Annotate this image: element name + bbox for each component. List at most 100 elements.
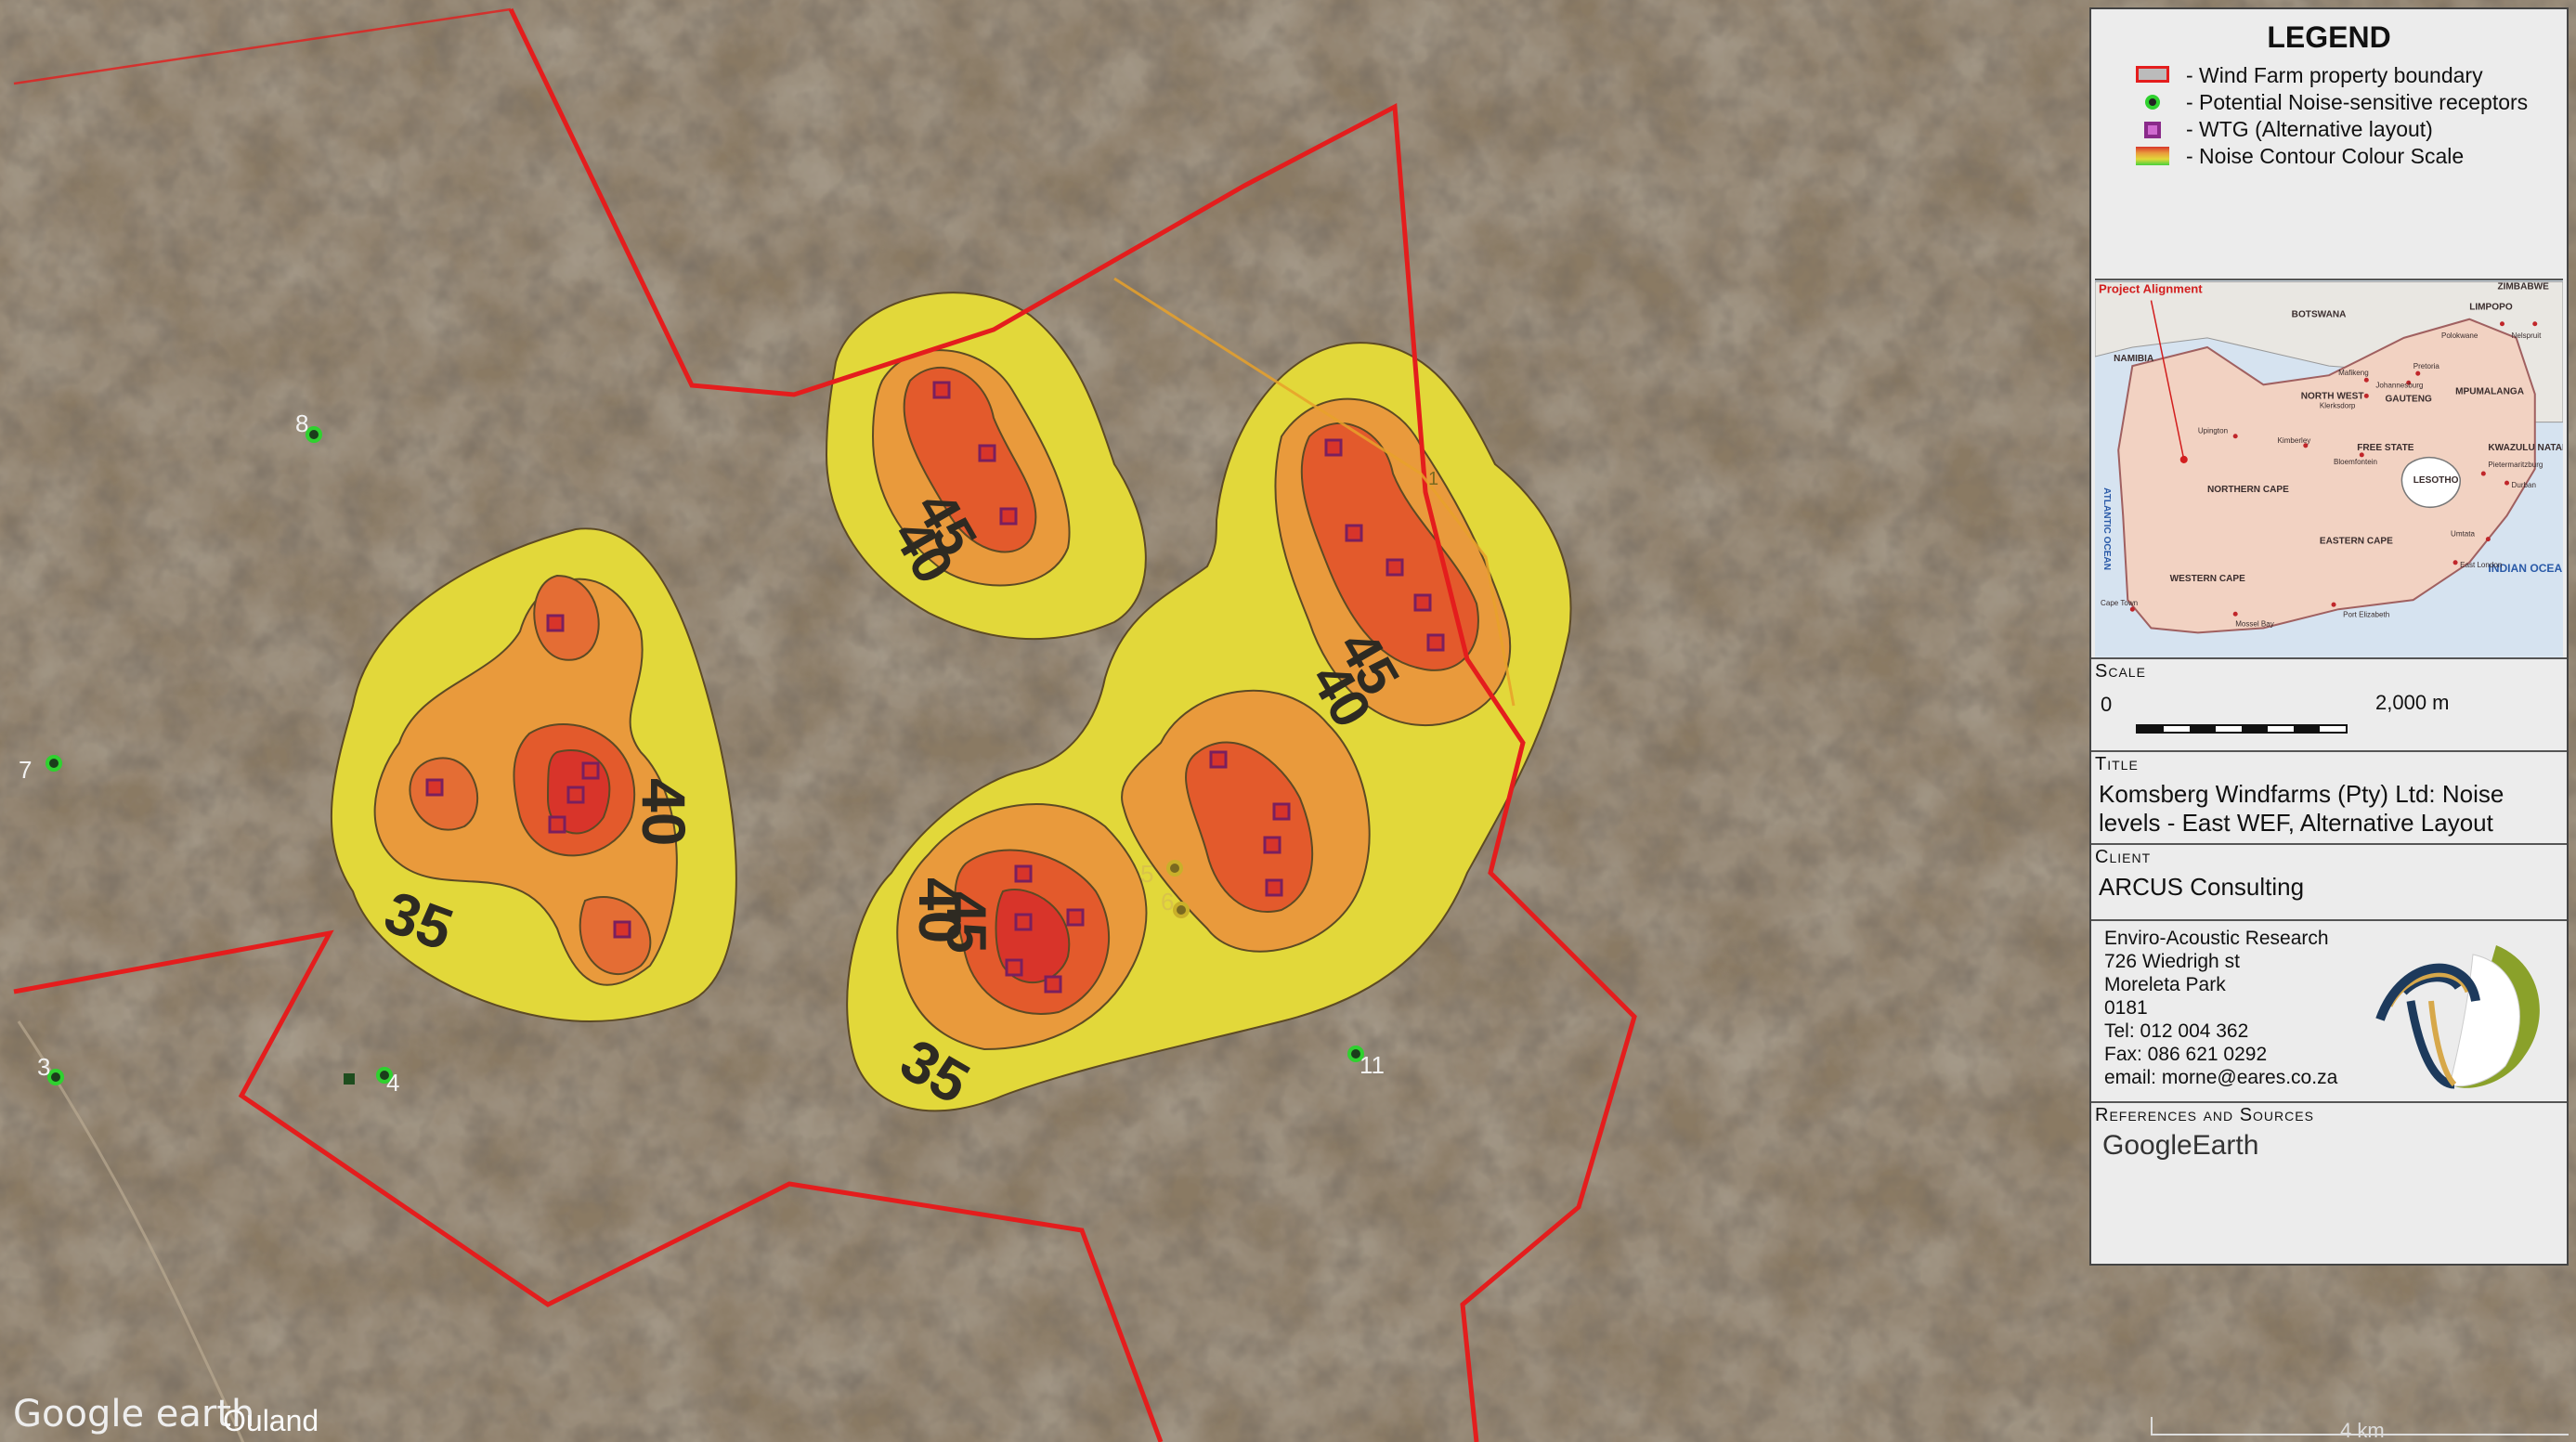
scale-start: 0: [2101, 693, 2113, 716]
receptor-3-marker: [47, 1069, 64, 1085]
svg-text:Cape Town: Cape Town: [2101, 599, 2138, 607]
receptor-label-11: 11: [1360, 1051, 1385, 1079]
inset-country: BOTSWANA: [2292, 310, 2348, 320]
noise-contour-cluster-b: [825, 292, 1147, 641]
company-section: Enviro-Acoustic Research 726 Wiedrigh st…: [2091, 919, 2567, 1101]
client-section: Client ARCUS Consulting: [2091, 843, 2567, 919]
inset-project-label: Project Alignment: [2099, 281, 2203, 295]
svg-text:Johannesburg: Johannesburg: [2375, 381, 2423, 389]
wind-farm-boundary: [13, 7, 1637, 1442]
town-label: Ouland: [223, 1404, 319, 1437]
svg-text:Nelspruit: Nelspruit: [2512, 331, 2543, 340]
svg-text:Pretoria: Pretoria: [2413, 362, 2440, 370]
contour-45-a2: [409, 757, 479, 831]
receptor-label-6: 6: [1161, 888, 1174, 916]
wtg-marker: [1324, 438, 1343, 457]
inset-ocean: ATLANTIC OCEAN: [2101, 487, 2112, 570]
inset-province: FREE STATE: [2357, 443, 2413, 453]
green-circle-icon: [2132, 93, 2173, 113]
wtg-marker: [1386, 558, 1404, 577]
receptor-label-8: 8: [295, 409, 308, 437]
google-earth-logo: Google earth: [13, 1393, 255, 1436]
legend-item-wtg: - WTG (Alternative layout): [2132, 116, 2567, 143]
company-logo: [2375, 945, 2540, 1089]
receptor-label-4: 4: [386, 1069, 399, 1097]
receptor-markers: [46, 426, 1364, 1085]
svg-text:Mafikeng: Mafikeng: [2338, 369, 2369, 377]
wtg-marker: [999, 507, 1018, 526]
receptor-5-marker: [1166, 860, 1183, 877]
inset-province: KWAZULU NATAL: [2488, 443, 2563, 453]
svg-text:Klerksdorp: Klerksdorp: [2320, 401, 2356, 409]
color-gradient-icon: [2132, 146, 2173, 167]
wtg-marker: [566, 786, 585, 804]
wtg-marker: [581, 761, 600, 780]
boundary-line-north: [13, 7, 512, 85]
svg-text:Port Elizabeth: Port Elizabeth: [2343, 610, 2389, 618]
company-email[interactable]: email: morne@eares.co.za: [2104, 1067, 2338, 1088]
inset-cities: [2129, 321, 2538, 617]
company-name: Enviro-Acoustic Research: [2104, 928, 2329, 949]
project-pointer-line: [2150, 300, 2185, 461]
scale-bar: [2136, 724, 2348, 734]
references-text: GoogleEarth: [2102, 1130, 2259, 1161]
inset-province: MPUMALANGA: [2455, 386, 2525, 396]
wtg-marker: [978, 444, 996, 462]
svg-text:Bloemfontein: Bloemfontein: [2334, 458, 2377, 466]
km-scale-label: 4 km: [2340, 1419, 2385, 1442]
title-text-line1: Komsberg Windfarms (Pty) Ltd: Noise: [2099, 780, 2504, 808]
company-details: Enviro-Acoustic Research 726 Wiedrigh st…: [2091, 927, 2567, 1089]
contour-45-c2: [1185, 741, 1314, 913]
svg-text:East London: East London: [2460, 561, 2502, 569]
inset-country: NAMIBIA: [2114, 354, 2154, 364]
wtg-marker: [1066, 908, 1085, 927]
inset-province: NORTH WEST: [2301, 391, 2365, 401]
inset-province: EASTERN CAPE: [2320, 537, 2393, 547]
references-section: References and Sources GoogleEarth: [2091, 1101, 2567, 1266]
legend-item-colour-scale: - Noise Contour Colour Scale: [2132, 143, 2567, 170]
lesotho-shape: [2400, 456, 2461, 509]
contour-label-40-c3: 40: [906, 877, 973, 943]
company-fax: Fax: 086 621 0292: [2104, 1044, 2268, 1065]
inset-province: LIMPOPO: [2469, 303, 2513, 313]
references-heading: References and Sources: [2095, 1105, 2314, 1125]
company-tel: Tel: 012 004 362: [2104, 1020, 2249, 1042]
wtg-markers: [425, 381, 1445, 994]
company-postcode: 0181: [2104, 997, 2148, 1019]
inset-province: WESTERN CAPE: [2170, 574, 2245, 584]
building-marker: [344, 1073, 355, 1085]
map-info-panel: LEGEND - Wind Farm property boundary - P…: [2089, 7, 2570, 1266]
adjacent-boundary: [1113, 277, 1516, 707]
title-heading: Title: [2095, 754, 2139, 774]
receptor-6-marker: [1173, 902, 1190, 918]
svg-text:Upington: Upington: [2198, 427, 2228, 435]
receptor-label-5: 5: [1140, 860, 1153, 888]
legend-title: LEGEND: [2267, 20, 2391, 54]
wtg-marker: [1209, 750, 1228, 769]
wtg-marker: [548, 815, 566, 834]
wtg-marker: [1426, 633, 1445, 652]
receptor-8-marker: [306, 426, 322, 443]
legend-label: - Potential Noise-sensitive receptors: [2186, 90, 2529, 114]
wtg-marker: [1263, 836, 1281, 854]
receptor-11-marker: [1347, 1046, 1364, 1062]
km-scale-bar: [2151, 1417, 2569, 1436]
svg-text:Kimberley: Kimberley: [2278, 436, 2311, 445]
svg-text:Pietermaritzburg: Pietermaritzburg: [2488, 461, 2543, 469]
contour-label-40-a: 40: [630, 778, 698, 846]
project-location-dot: [2179, 455, 2188, 463]
contour-45-a1: [533, 574, 600, 661]
inset-ocean: INDIAN OCEAN: [2488, 562, 2563, 575]
receptor-label-1: 1: [1428, 469, 1438, 489]
scale-section: Scale 0 2,000 m: [2091, 657, 2567, 752]
wtg-marker: [425, 778, 444, 797]
wtg-marker: [613, 920, 631, 939]
inset-province: GAUTENG: [2385, 394, 2432, 404]
inset-locator-map[interactable]: Project Alignment ZIMBABWE BOTSWANA NAMI…: [2094, 279, 2570, 657]
purple-square-icon: [2132, 120, 2173, 140]
contour-label-45-c3: 45: [935, 891, 997, 954]
contour-45-b: [903, 366, 1037, 553]
legend-item-boundary: - Wind Farm property boundary: [2132, 62, 2567, 89]
company-address-1: 726 Wiedrigh st: [2104, 951, 2240, 972]
red-rectangle-icon: [2132, 65, 2173, 86]
